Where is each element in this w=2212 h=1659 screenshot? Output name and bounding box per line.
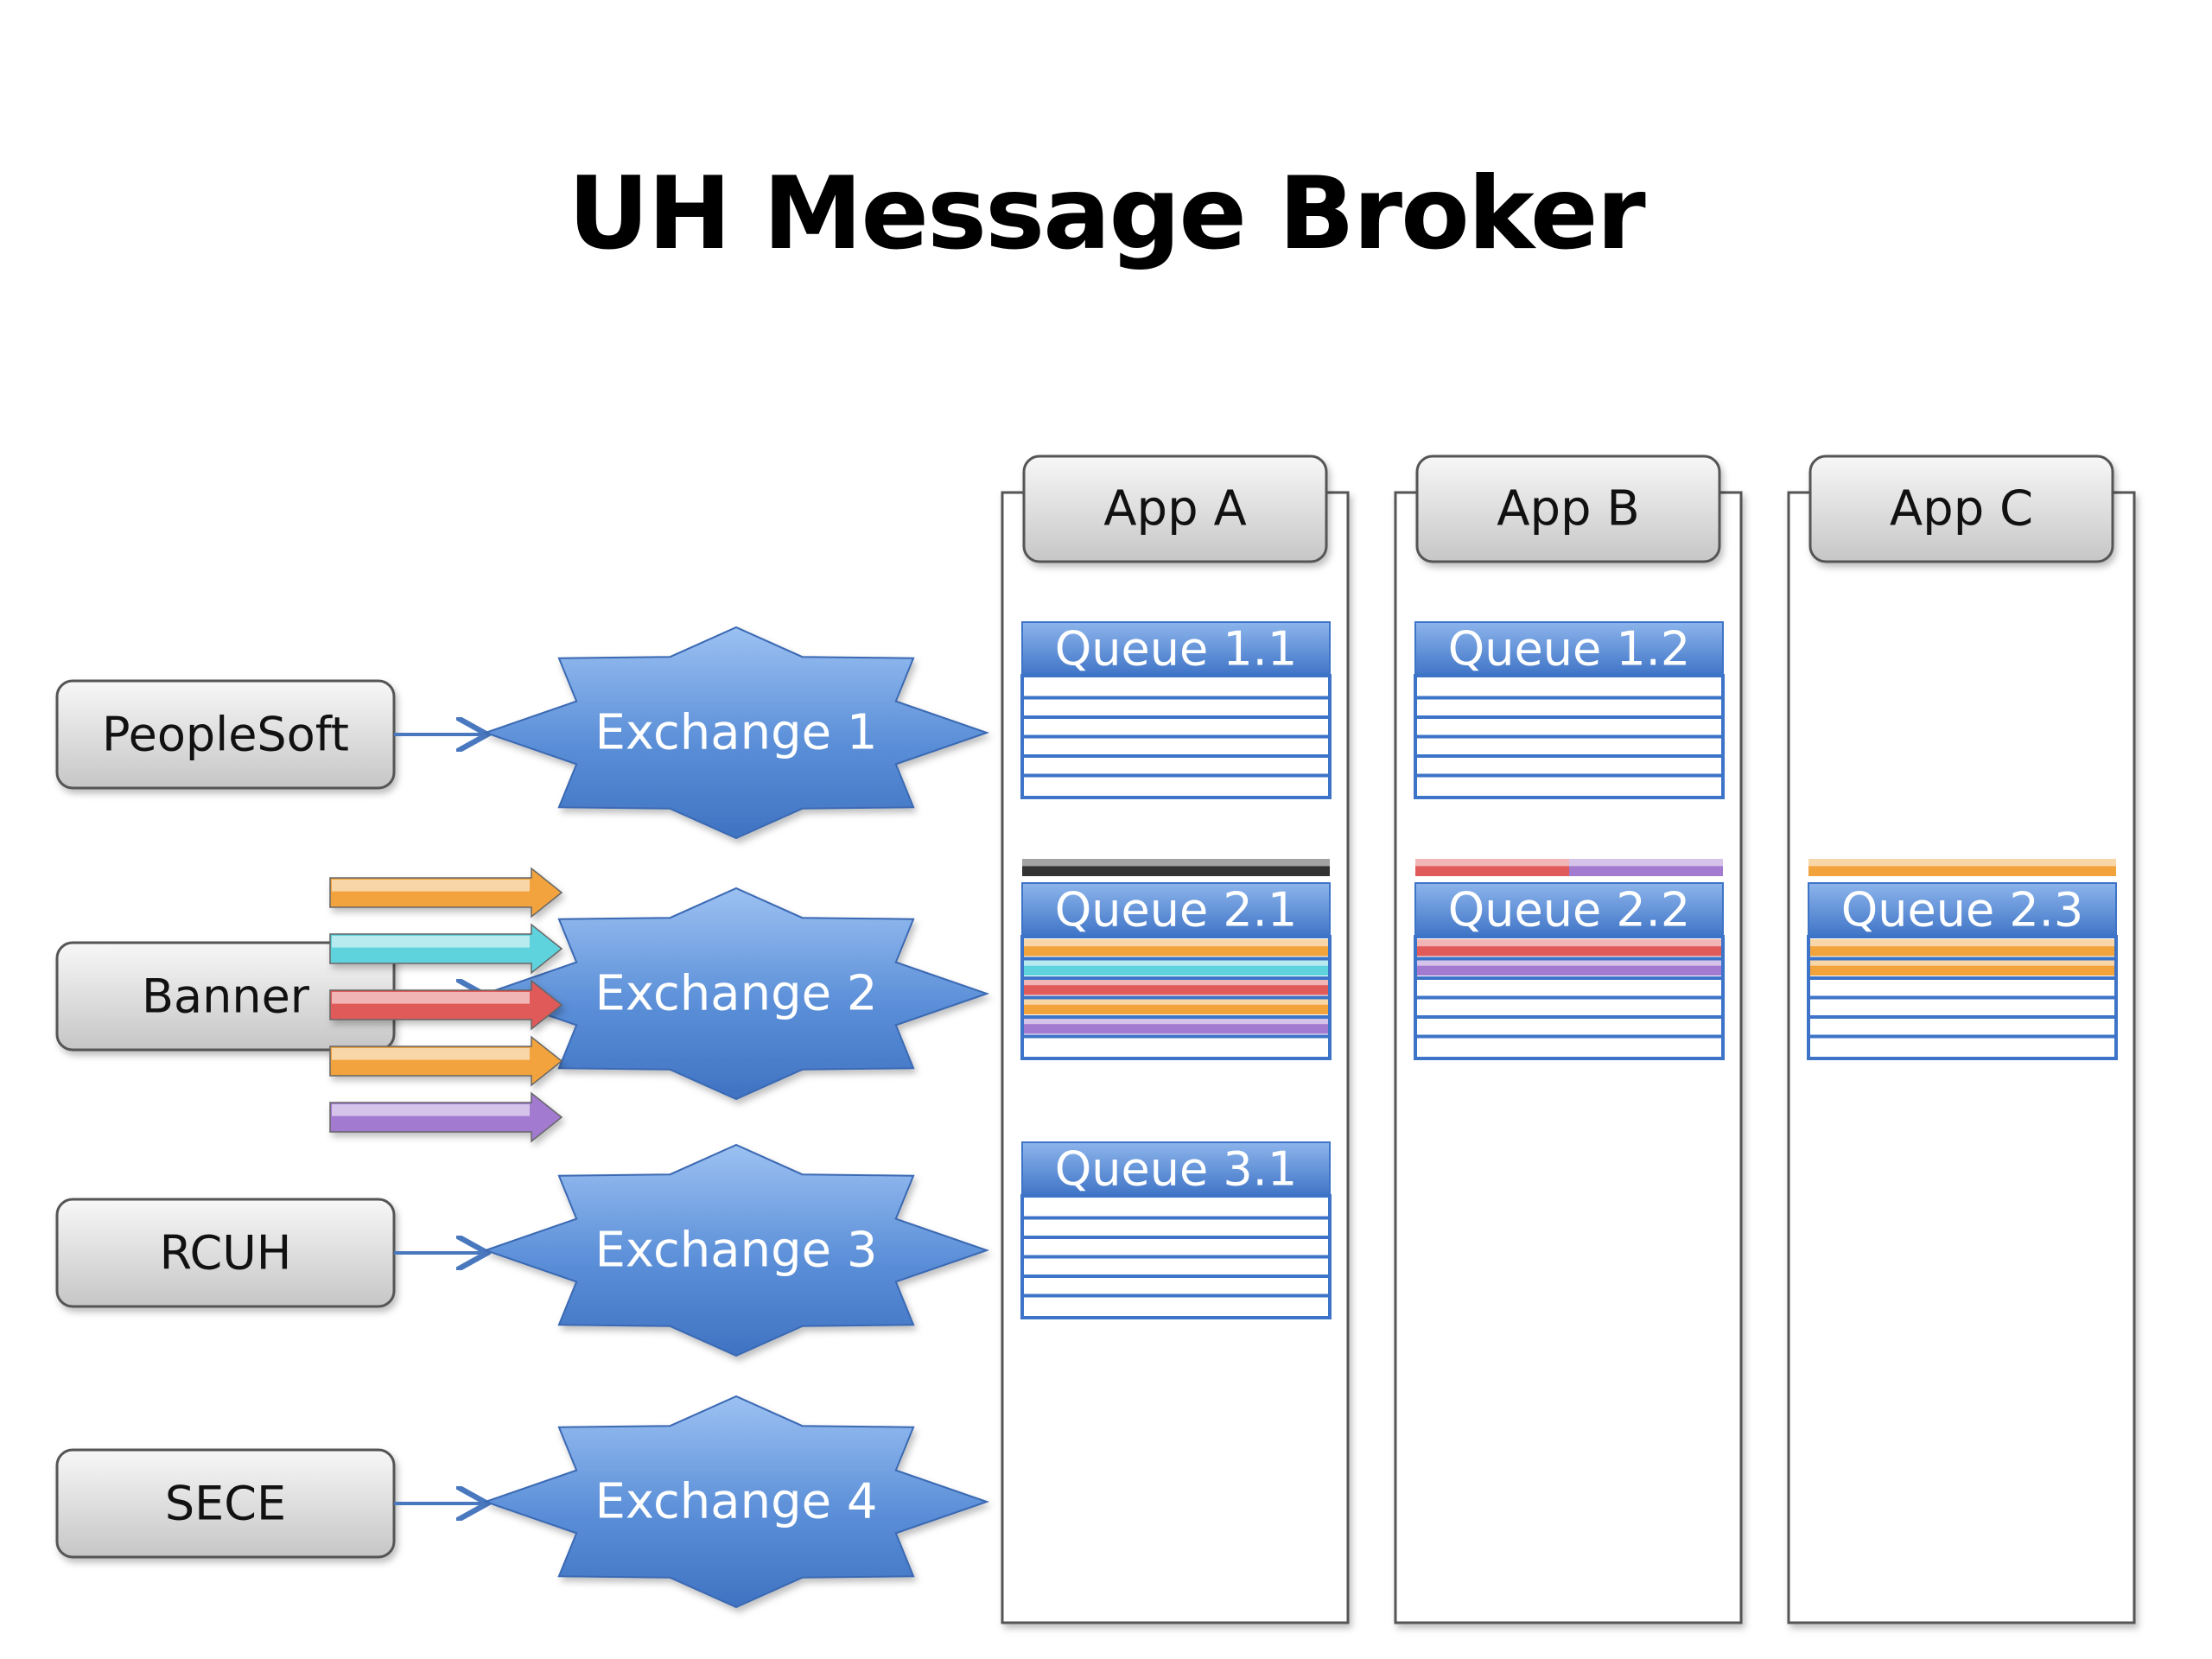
source-sece: SECE <box>55 1448 396 1559</box>
queue-message <box>1024 1017 1328 1034</box>
banner-route-arrow <box>329 1091 563 1143</box>
app-header: App A <box>1022 454 1328 563</box>
source-peoplesoft: PeopleSoft <box>55 679 396 790</box>
source-label: PeopleSoft <box>102 708 349 762</box>
queue-message <box>1024 997 1328 1014</box>
banner-route-arrow <box>329 867 563 918</box>
queue-1-1: Queue 1.1 <box>1020 621 1332 799</box>
queue-1-2: Queue 1.2 <box>1414 621 1725 799</box>
queue-message <box>1417 939 1721 957</box>
queue-2-1: Queue 2.1 <box>1020 859 1332 1060</box>
exchange-label: Exchange 3 <box>594 1223 877 1279</box>
source-label: RCUH <box>160 1226 292 1281</box>
exchange-4: Exchange 4 <box>482 1395 990 1609</box>
app-label: App A <box>1103 481 1247 537</box>
app-header: App C <box>1808 454 2114 563</box>
banner-route-arrow <box>329 979 563 1031</box>
slide-title: UH Message Broker <box>568 156 1645 272</box>
banner-route-arrow <box>329 1035 563 1087</box>
queue-2-2: Queue 2.2 <box>1414 859 1725 1060</box>
exchange-1: Exchange 1 <box>482 626 990 840</box>
app-header: App B <box>1415 454 1721 563</box>
queue-label: Queue 2.2 <box>1448 883 1690 938</box>
queue-message <box>1024 958 1328 976</box>
queue-label: Queue 3.1 <box>1055 1142 1297 1197</box>
queue-message <box>1417 958 1721 976</box>
source-banner: Banner <box>55 941 396 1052</box>
app-column-app-c: App C Queue 2.3 <box>1787 454 2136 1624</box>
queue-label: Queue 2.1 <box>1055 883 1297 938</box>
queue-message <box>1808 859 2116 876</box>
queue-label: Queue 2.3 <box>1841 883 2083 938</box>
exchange-label: Exchange 2 <box>594 966 877 1022</box>
queue-3-1: Queue 3.1 <box>1020 1141 1332 1319</box>
queue-message <box>1569 859 1723 876</box>
banner-route-arrow <box>329 923 563 975</box>
queue-2-3: Queue 2.3 <box>1807 859 2118 1060</box>
exchange-label: Exchange 4 <box>594 1474 877 1530</box>
queue-message <box>1415 859 1569 876</box>
exchange-label: Exchange 1 <box>594 705 877 761</box>
exchange-3: Exchange 3 <box>482 1143 990 1357</box>
queue-message <box>1022 859 1330 876</box>
queue-message <box>1024 978 1328 995</box>
queue-message <box>1024 939 1328 957</box>
app-label: App B <box>1497 481 1640 537</box>
source-label: SECE <box>165 1477 286 1531</box>
app-label: App C <box>1890 481 2033 537</box>
queue-label: Queue 1.2 <box>1448 622 1690 677</box>
exchange-2: Exchange 2 <box>482 887 990 1101</box>
queue-label: Queue 1.1 <box>1055 622 1297 677</box>
queue-message <box>1810 958 2114 976</box>
queue-message <box>1810 939 2114 957</box>
source-label: Banner <box>142 969 310 1024</box>
source-rcuh: RCUH <box>55 1198 396 1308</box>
